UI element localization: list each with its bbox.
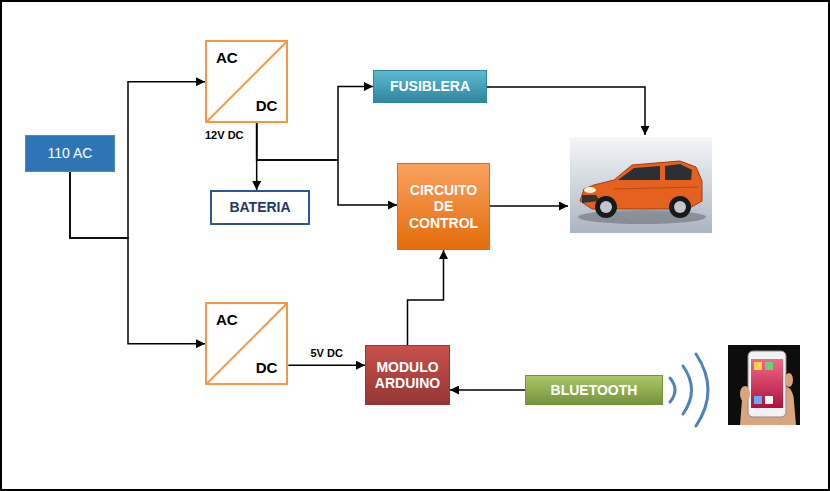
connector-arrow bbox=[288, 364, 365, 366]
phone-screen bbox=[751, 359, 783, 408]
radio-wave bbox=[683, 366, 692, 414]
bluetooth-box: BLUETOOTH bbox=[525, 375, 663, 405]
converter-box: AC DC bbox=[205, 40, 288, 123]
node-text: 110 AC bbox=[48, 145, 93, 161]
thumb bbox=[740, 386, 750, 402]
node-text: MODULO ARDUINO bbox=[372, 359, 443, 391]
car-window bbox=[665, 164, 692, 180]
car-wheel bbox=[669, 196, 691, 218]
phone-icon bbox=[765, 362, 773, 370]
radio-wave bbox=[696, 354, 708, 426]
voltage-label: 12V DC bbox=[203, 129, 246, 141]
car-background bbox=[570, 137, 712, 233]
wire bbox=[490, 205, 568, 207]
connector-arrow bbox=[450, 389, 525, 391]
node-text: BATERIA bbox=[229, 199, 290, 215]
car-wheel bbox=[595, 196, 617, 218]
phone-icon bbox=[754, 396, 762, 404]
car-crease bbox=[614, 187, 698, 189]
control-box: CIRCUITO DE CONTROL bbox=[397, 163, 490, 250]
radio-wave bbox=[670, 378, 675, 402]
arduino-box: MODULO ARDUINO bbox=[365, 345, 450, 405]
node-text: AC bbox=[216, 311, 238, 328]
wire bbox=[487, 87, 645, 135]
node-text: FUSIBLERA bbox=[390, 78, 470, 94]
converter-diagonal bbox=[207, 42, 286, 121]
node-text: DC bbox=[256, 97, 278, 114]
node-text: AC bbox=[216, 49, 238, 66]
phone-icon bbox=[754, 362, 762, 370]
node-text: DC bbox=[256, 359, 278, 376]
battery-box: BATERIA bbox=[210, 190, 310, 225]
node-text: CIRCUITO DE CONTROL bbox=[404, 182, 483, 230]
source-box: 110 AC bbox=[25, 135, 115, 172]
radio-waves bbox=[670, 354, 708, 426]
phone-icon bbox=[765, 396, 773, 404]
car-rim bbox=[674, 201, 686, 213]
node-text: BLUETOOTH bbox=[551, 382, 638, 398]
connector-arrow bbox=[70, 172, 205, 344]
voltage-label: 5V DC bbox=[308, 347, 344, 359]
phone-background bbox=[728, 345, 800, 425]
converter-diagonal bbox=[207, 304, 286, 383]
car-window bbox=[618, 166, 660, 180]
phone-body bbox=[748, 351, 786, 417]
car-headlight bbox=[584, 187, 596, 193]
car-rim bbox=[600, 201, 612, 213]
phone-picture bbox=[728, 345, 800, 425]
converter-box: AC DC bbox=[205, 302, 288, 385]
finger bbox=[785, 373, 793, 387]
fuse-box: FUSIBLERA bbox=[373, 70, 487, 103]
car-picture bbox=[570, 137, 712, 233]
connector-arrow bbox=[408, 250, 444, 345]
